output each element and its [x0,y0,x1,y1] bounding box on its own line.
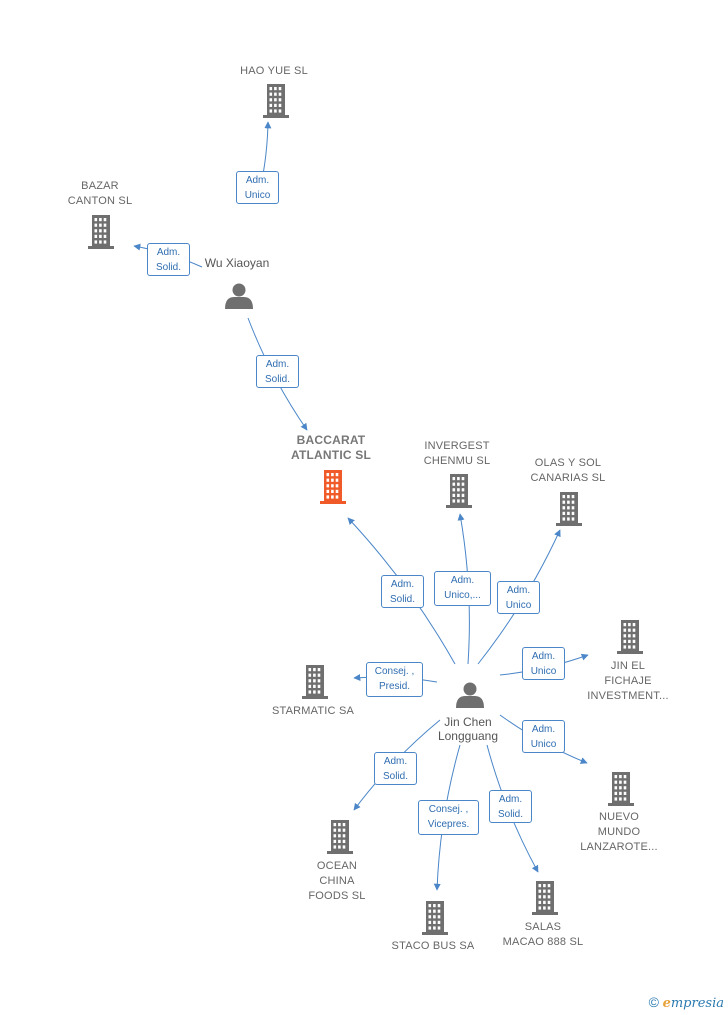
edge-label-starmatic-sa[interactable]: Consej. , Presid. [366,662,423,697]
building-icon[interactable] [302,665,328,699]
edge-label-ocean-china-foods-sl[interactable]: Adm. Solid. [374,752,417,785]
building-icon[interactable] [327,820,353,854]
company-label-starmatic-sa[interactable]: STARMATIC SA [271,705,355,717]
building-icon[interactable] [88,215,114,249]
company-label-salas-macao-888-sl[interactable]: SALAS MACAO 888 SL [502,921,584,948]
person-icon[interactable] [456,682,484,709]
empresia-logo: empresia [662,996,724,1011]
company-label-nuevo-mundo-lanzarote[interactable]: NUEVO MUNDO LANZAROTE... [580,811,658,853]
person-icon[interactable] [225,283,253,310]
edge-label-nuevo-mundo-lanzarote[interactable]: Adm. Unico [522,720,565,753]
edge-label-hao-yue-sl[interactable]: Adm. Unico [236,171,279,204]
company-label-staco-bus-sa[interactable]: STACO BUS SA [391,940,475,952]
company-label-bazar-canton-sl[interactable]: BAZAR CANTON SL [67,180,133,207]
edge-label-bazar-canton-sl[interactable]: Adm. Solid. [147,243,190,276]
copyright-symbol: © [648,994,659,1010]
building-icon[interactable] [422,901,448,935]
edge-label-salas-macao-888-sl[interactable]: Adm. Solid. [489,790,532,823]
edge-label-staco-bus-sa[interactable]: Consej. , Vicepres. [418,800,479,835]
building-icon[interactable] [556,492,582,526]
building-icon[interactable] [617,620,643,654]
edge-label-olas-y-sol-canarias-sl[interactable]: Adm. Unico [497,581,540,614]
edge-label-jin-el-fichaje-investment[interactable]: Adm. Unico [522,647,565,680]
edge-label-baccarat-atlantic-sl[interactable]: Adm. Solid. [256,355,299,388]
building-icon[interactable] [608,772,634,806]
building-icon[interactable] [532,881,558,915]
building-icon[interactable] [446,474,472,508]
building-icon[interactable] [320,470,346,504]
empresia-watermark[interactable]: © empresia [649,994,724,1011]
company-label-hao-yue-sl[interactable]: HAO YUE SL [240,65,308,77]
edge-label-baccarat-atlantic-sl[interactable]: Adm. Solid. [381,575,424,608]
edge-label-invergest-chenmu-sl[interactable]: Adm. Unico,... [434,571,491,606]
person-label-wu-xiaoyan[interactable]: Wu Xiaoyan [204,256,270,270]
company-label-jin-el-fichaje-investment[interactable]: JIN EL FICHAJE INVESTMENT... [587,660,669,702]
person-label-jin-chen-longguang[interactable]: Jin Chen Longguang [437,715,499,743]
building-icon[interactable] [263,84,289,118]
company-label-ocean-china-foods-sl[interactable]: OCEAN CHINA FOODS SL [308,860,366,902]
company-label-olas-y-sol-canarias-sl[interactable]: OLAS Y SOL CANARIAS SL [530,457,606,484]
company-label-invergest-chenmu-sl[interactable]: INVERGEST CHENMU SL [423,440,491,467]
company-label-baccarat-atlantic-sl[interactable]: BACCARAT ATLANTIC SL [291,433,371,462]
